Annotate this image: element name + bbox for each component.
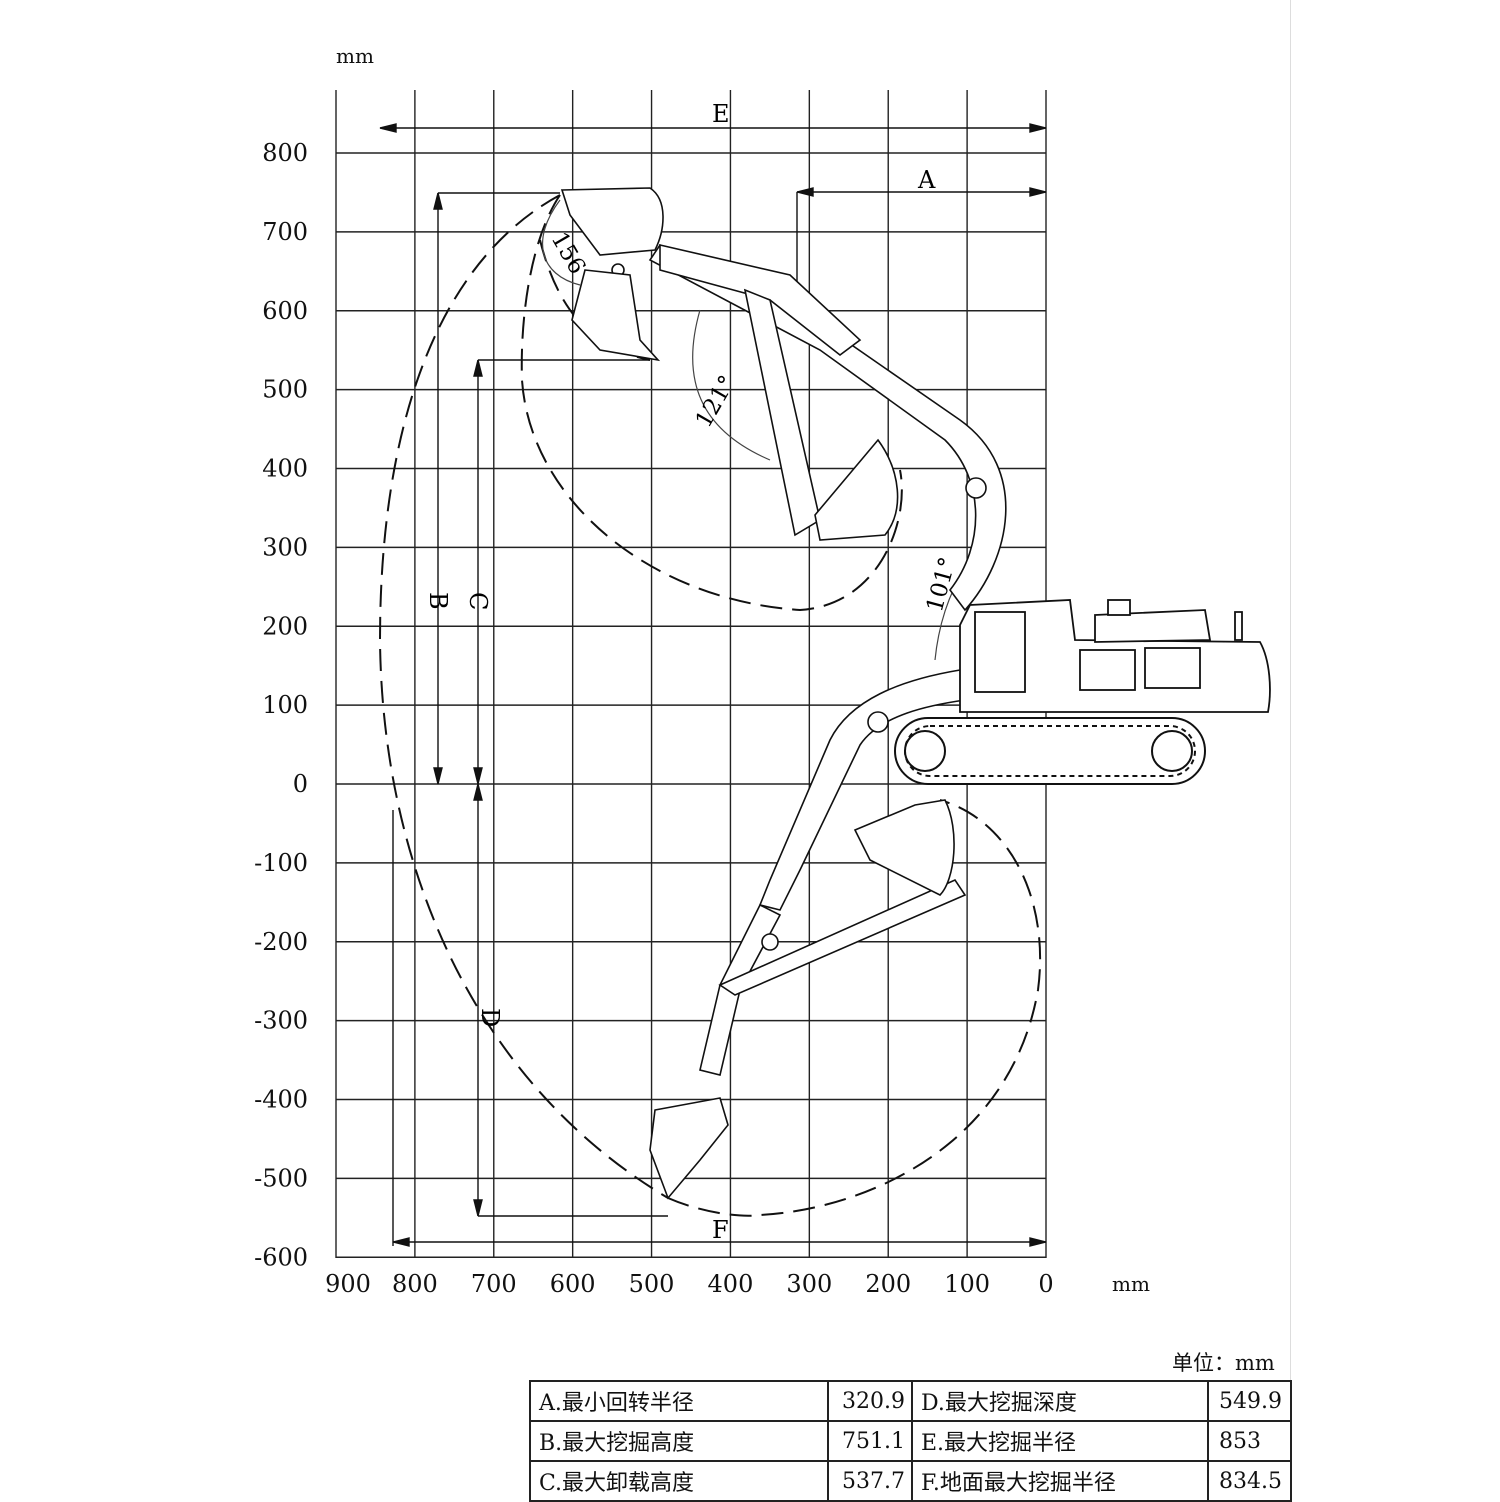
- crawler-tracks: [894, 717, 1206, 785]
- y-tick-label: -500: [254, 1164, 308, 1192]
- spec-label: D.最大挖掘深度: [911, 1380, 1209, 1422]
- x-tick-label: 400: [708, 1270, 754, 1298]
- spec-value: 549.9: [1207, 1380, 1292, 1422]
- spec-label: F.地面最大挖掘半径: [911, 1460, 1209, 1502]
- grid: [335, 90, 1047, 1258]
- upper-bucket: [560, 187, 899, 541]
- spec-value: 834.5: [1207, 1460, 1292, 1502]
- dimension-e-label: E: [712, 100, 730, 128]
- dimension-a-label: A: [917, 166, 936, 194]
- x-tick-label: 700: [471, 1270, 517, 1298]
- dimension-f-label: F: [712, 1216, 729, 1244]
- y-tick-label: 200: [262, 612, 308, 640]
- x-tick-label: 100: [944, 1270, 990, 1298]
- dimension-b-label: B: [424, 592, 452, 610]
- spec-label: C.最大卸载高度: [529, 1460, 829, 1502]
- x-tick-label: 900: [325, 1270, 371, 1298]
- dimension-d: [473, 783, 668, 1217]
- y-tick-label: -600: [254, 1243, 308, 1271]
- y-tick-label: 500: [262, 376, 308, 404]
- dimension-e: [379, 123, 1047, 133]
- arm-angle-label: 121°: [691, 371, 741, 432]
- y-axis-unit: mm: [336, 44, 374, 68]
- x-tick-labels: 900 800 700 600 500 400 300 200 100 0: [325, 1270, 1054, 1298]
- x-tick-label: 800: [392, 1270, 438, 1298]
- x-tick-label: 0: [1038, 1270, 1053, 1298]
- y-tick-label: 100: [262, 691, 308, 719]
- dimension-c: [473, 359, 650, 785]
- dimension-a: [796, 187, 1047, 300]
- y-tick-label: 700: [262, 218, 308, 246]
- dimension-c-label: C: [464, 592, 492, 610]
- dimension-f: [392, 810, 1047, 1247]
- y-tick-label: -300: [254, 1007, 308, 1035]
- spec-label: E.最大挖掘半径: [911, 1420, 1209, 1462]
- spec-value: 320.9: [827, 1380, 913, 1422]
- x-tick-label: 300: [786, 1270, 832, 1298]
- y-tick-label: 0: [293, 770, 308, 798]
- spec-label: A.最小回转半径: [529, 1380, 829, 1422]
- y-tick-label: 300: [262, 533, 308, 561]
- x-tick-label: 500: [629, 1270, 675, 1298]
- table-unit-caption: 单位：mm: [1172, 1351, 1275, 1375]
- spec-value: 537.7: [827, 1460, 913, 1502]
- y-tick-label: -400: [254, 1086, 308, 1114]
- excavator-body: [959, 599, 1271, 713]
- lowered-boom-and-arm: [699, 669, 967, 1076]
- y-tick-label: -200: [254, 928, 308, 956]
- spec-value: 853: [1207, 1420, 1292, 1462]
- y-tick-labels: 800 700 600 500 400 300 200 100 0 -100 -200 -300 -40…: [254, 139, 308, 1271]
- y-tick-label: 400: [262, 455, 308, 483]
- dimension-d-label: D: [476, 1008, 504, 1027]
- x-axis-unit: mm: [1112, 1272, 1150, 1296]
- x-tick-label: 600: [550, 1270, 596, 1298]
- spec-label: B.最大挖掘高度: [529, 1420, 829, 1462]
- lower-bucket: [649, 799, 955, 1200]
- x-tick-label: 200: [865, 1270, 911, 1298]
- y-tick-label: 600: [262, 297, 308, 325]
- y-tick-label: -100: [254, 849, 308, 877]
- spec-value: 751.1: [827, 1420, 913, 1462]
- dimension-b: [433, 192, 560, 785]
- y-tick-label: 800: [262, 139, 308, 167]
